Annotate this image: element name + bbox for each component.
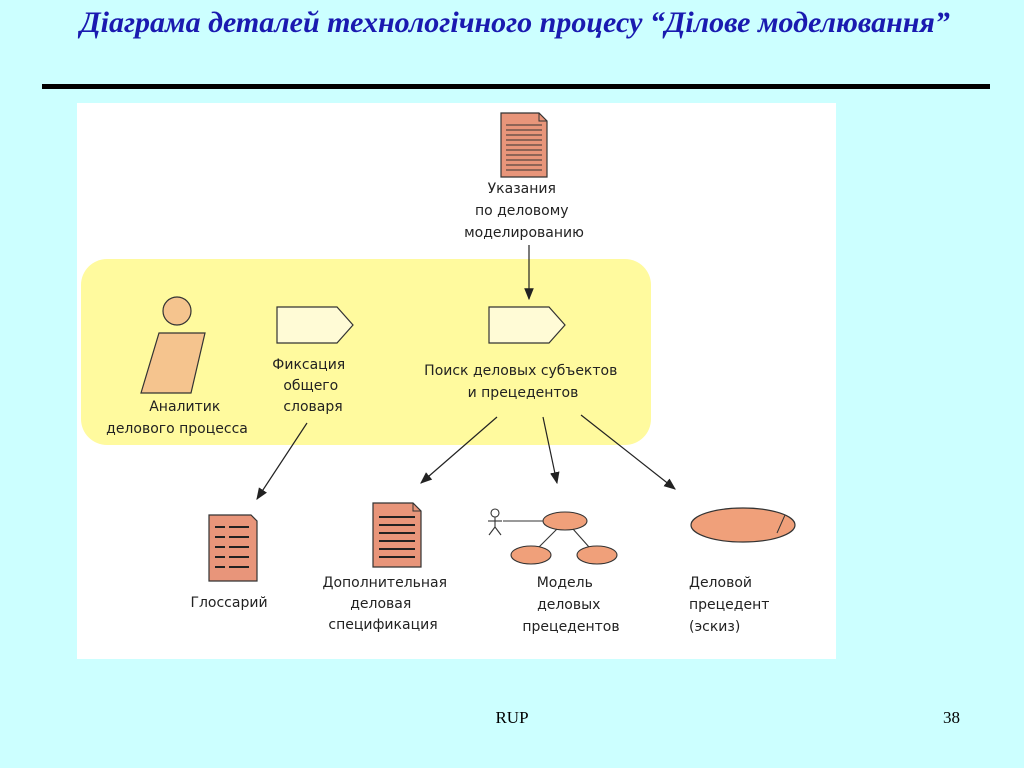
title-divider xyxy=(42,84,990,89)
supplementary-spec-document-icon xyxy=(372,502,422,568)
highlight-band xyxy=(81,259,651,445)
page-number: 38 xyxy=(943,708,960,727)
slide-title: Діаграма деталей технологічного процесу … xyxy=(80,6,950,39)
workflow-diagram: Указания по деловому моделированию Анали… xyxy=(81,112,796,635)
use-case-model-icon xyxy=(488,508,618,565)
arrow-to-business-use-case xyxy=(580,414,676,490)
use-case-model-label: Модель деловых прецедентов xyxy=(522,575,619,635)
diagram-panel: Указания по деловому моделированию Анали… xyxy=(77,103,836,659)
footer-label: RUP xyxy=(495,708,529,727)
business-use-case-icon xyxy=(690,507,796,543)
glossary-label: Глоссарий xyxy=(190,595,267,611)
arrow-to-use-case-model xyxy=(542,416,560,485)
guidelines-document-icon xyxy=(500,112,548,178)
arrow-to-supplementary-spec xyxy=(420,416,498,484)
capture-vocabulary-label: Фиксация общего словаря xyxy=(272,357,349,415)
analyst-actor-icon xyxy=(140,296,206,394)
analyst-label: Аналитик делового процесса xyxy=(106,399,248,437)
supplementary-spec-label: Дополнительная деловая спецификация xyxy=(323,575,452,633)
glossary-document-icon xyxy=(208,514,258,582)
guidelines-label: Указания по деловому моделированию xyxy=(464,181,584,241)
business-use-case-label: Деловой прецедент (эскиз) xyxy=(689,575,774,635)
find-actors-activity-icon xyxy=(488,306,566,344)
capture-vocabulary-activity-icon xyxy=(276,306,354,344)
find-actors-label: Поиск деловых субъектов и прецедентов xyxy=(424,363,622,401)
arrow-to-glossary xyxy=(256,422,308,501)
